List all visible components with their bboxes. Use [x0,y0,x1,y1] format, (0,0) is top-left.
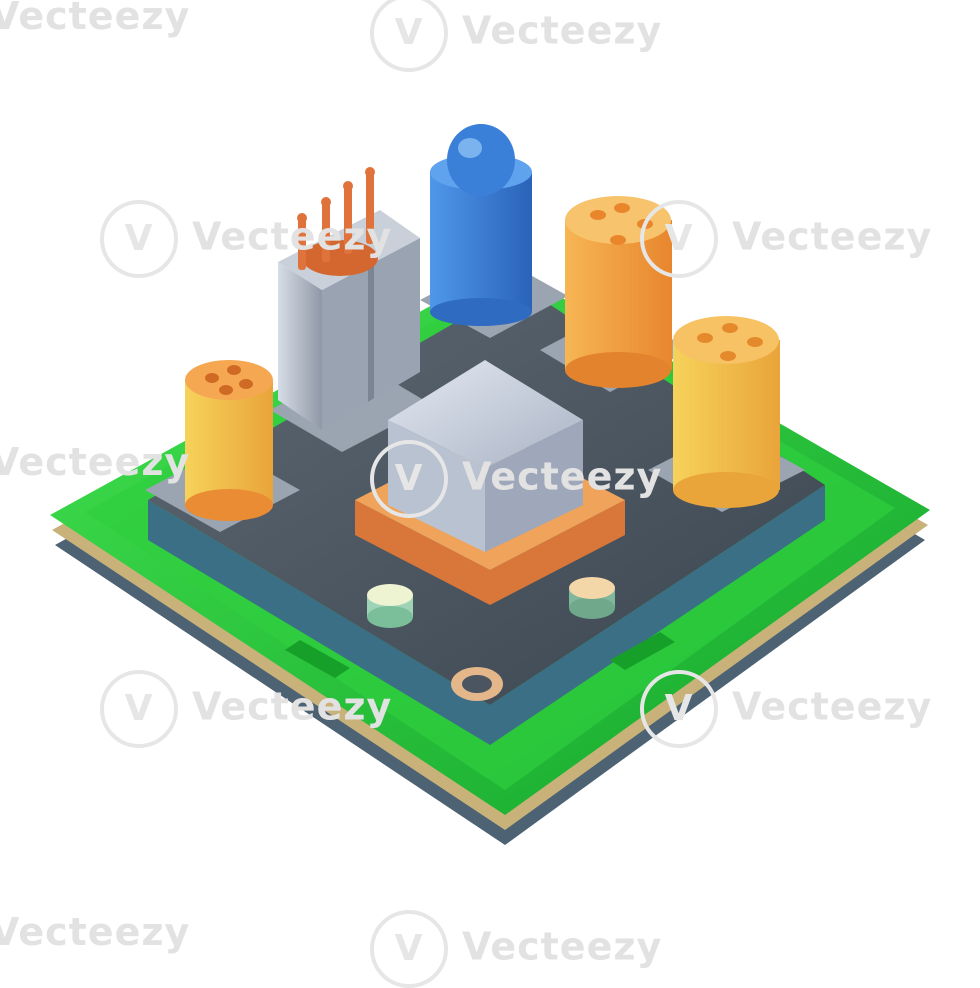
edge-notch-right [610,632,675,670]
yellow-capacitor-holes [697,323,763,361]
edge-notch-left [285,640,350,678]
chip-cube-right [485,420,583,552]
left-capacitor-holes [205,365,253,395]
blue-dome [447,124,515,196]
blue-cylinder-bottom [430,298,532,326]
pin-header-left [278,262,322,430]
left-capacitor-bottom [185,489,273,521]
orange-capacitor-body [565,220,672,370]
pin-header-copper-cluster [302,240,378,276]
small-disc-right-top [569,577,615,599]
yellow-capacitor-body [673,340,780,490]
mounting-hole [462,675,492,693]
left-capacitor-top [185,360,273,400]
blue-dome-highlight [458,138,482,158]
small-disc-left-bottom [367,606,413,628]
pin-header-divider [368,258,374,402]
small-disc-right-bottom [569,597,615,619]
chip-base-side [355,500,625,605]
left-capacitor-body [185,380,273,505]
plate-side [148,485,825,745]
orange-capacitor-bottom [565,352,671,388]
yellow-capacitor-bottom [673,472,779,508]
copper-pins [297,167,375,270]
chip-cube-left [388,420,485,552]
small-disc-left-top [367,584,413,606]
orange-capacitor-top [565,196,671,244]
yellow-capacitor-top [673,316,779,364]
